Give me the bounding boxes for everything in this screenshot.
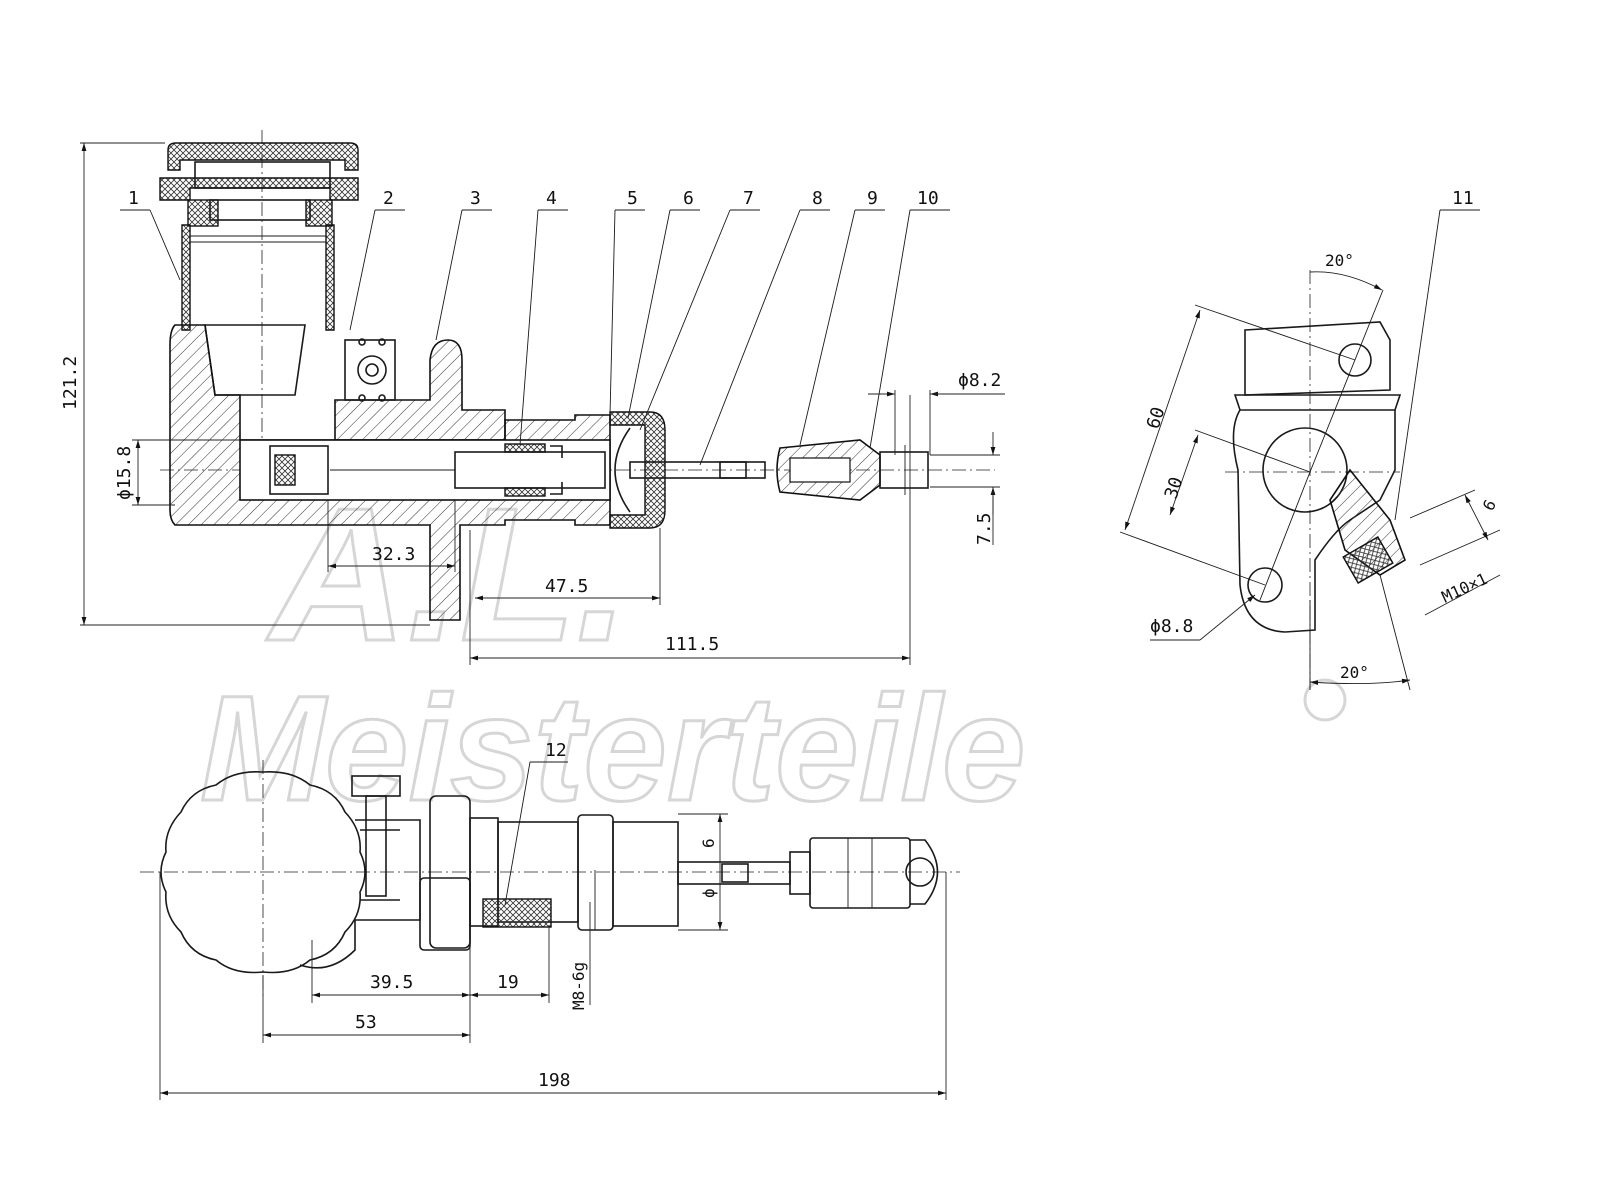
svg-text:5: 5 [627,188,638,209]
svg-text:10: 10 [917,188,939,209]
callout-1: 1 [120,188,181,281]
svg-text:2: 2 [383,188,394,209]
dim-angle-top: 20° [1325,251,1354,270]
dim-rod-6: 6 [699,838,718,848]
registered-mark [1303,678,1347,722]
side-view [1119,270,1501,691]
dim-53: 53 [355,1012,377,1033]
callout-8: 8 [699,188,830,466]
dim-198: 198 [538,1070,571,1091]
dim-32-3: 32.3 [372,544,415,565]
svg-text:12: 12 [545,740,567,761]
svg-text:11: 11 [1452,188,1474,209]
callout-5: 5 [609,188,645,416]
dim-thread-port: M10×1 [1439,569,1491,607]
svg-text:7: 7 [743,188,754,209]
dim-angle-bottom: 20° [1340,663,1369,682]
dim-111-5: 111.5 [665,634,719,655]
watermark-line2: Meisterteile [200,664,1025,832]
svg-text:9: 9 [867,188,878,209]
side-view-dimensions: 11 20° 60 30 ϕ8.8 6 M10×1 20° [1124,188,1501,690]
svg-text:1: 1 [128,188,139,209]
dim-47-5: 47.5 [545,576,588,597]
callout-9: 9 [799,188,885,446]
dimensions-bottom: 12 6 ϕ M8-6g 39.5 19 53 198 [159,740,947,1100]
phi-symbol: ϕ [699,888,718,898]
callout-3: 3 [435,188,492,341]
section-view [159,130,995,621]
callout-7: 7 [639,188,760,431]
dim-port-6: 6 [1479,496,1500,513]
svg-text:6: 6 [683,188,694,209]
dim-30: 30 [1161,474,1188,501]
dim-hole-dia: ϕ8.8 [1150,616,1193,637]
plan-view [140,760,960,1000]
callout-10: 10 [869,188,950,449]
dim-bore: ϕ15.8 [114,446,135,500]
callout-12: 12 [504,740,568,906]
callout-2: 2 [349,188,405,331]
callout-4: 4 [519,188,568,446]
dim-19: 19 [497,972,519,993]
callout-labels-top: 1 2 3 4 5 6 7 8 [120,188,950,466]
dimensions-top: 121.2 ϕ15.8 32.3 47.5 111.5 ϕ8.2 7.5 [60,142,1005,665]
svg-text:8: 8 [812,188,823,209]
callout-6: 6 [627,188,700,419]
dim-121-2: 121.2 [60,356,81,410]
dim-39-5: 39.5 [370,972,413,993]
callout-11: 11 [1394,188,1480,521]
dim-thread-stud: M8-6g [569,962,588,1010]
dim-7-5: 7.5 [974,512,995,545]
dim-60: 60 [1143,404,1170,431]
svg-text:4: 4 [546,188,557,209]
svg-text:3: 3 [470,188,481,209]
dim-pin-dia: ϕ8.2 [958,370,1001,391]
